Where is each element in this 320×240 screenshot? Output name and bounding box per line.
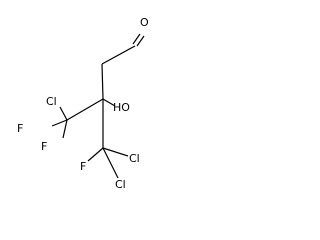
atom-label-aldehyde-oxygen: O xyxy=(140,16,149,29)
bond-upper-cl xyxy=(59,106,68,121)
bond-carbonyl-2 xyxy=(132,33,141,45)
bond-central-upper-carbon xyxy=(66,98,104,121)
bond-lower-f-left xyxy=(87,147,104,162)
bond-carbonyl-1 xyxy=(136,35,145,47)
bond-lower-cl-down xyxy=(102,147,119,179)
atom-label-lower-fluorine: F xyxy=(80,160,86,173)
atom-label-lower-chlorine-a: Cl xyxy=(129,152,140,165)
bond-central-hydroxyl xyxy=(102,98,116,107)
bond-upper-f-down xyxy=(62,119,68,139)
bond-lines xyxy=(51,33,145,179)
molecule-drawing: O HO Cl F F F Cl Cl xyxy=(17,16,149,191)
bond-upper-f-left xyxy=(51,119,68,127)
atom-label-hydroxyl: HO xyxy=(113,101,130,114)
atom-label-lower-chlorine-b: Cl xyxy=(115,178,126,191)
atom-label-upper-chlorine: Cl xyxy=(46,95,57,108)
bond-ch2-central xyxy=(101,63,104,100)
structure-diagram: O HO Cl F F F Cl Cl xyxy=(0,0,156,207)
bond-aldehyde-ch2 xyxy=(101,45,136,65)
bond-lower-cl-right xyxy=(102,147,129,157)
atom-labels: O HO Cl F F F Cl Cl xyxy=(17,16,149,191)
atom-label-upper-fluorine-b: F xyxy=(41,140,47,153)
atom-label-upper-fluorine-a: F xyxy=(17,122,23,135)
